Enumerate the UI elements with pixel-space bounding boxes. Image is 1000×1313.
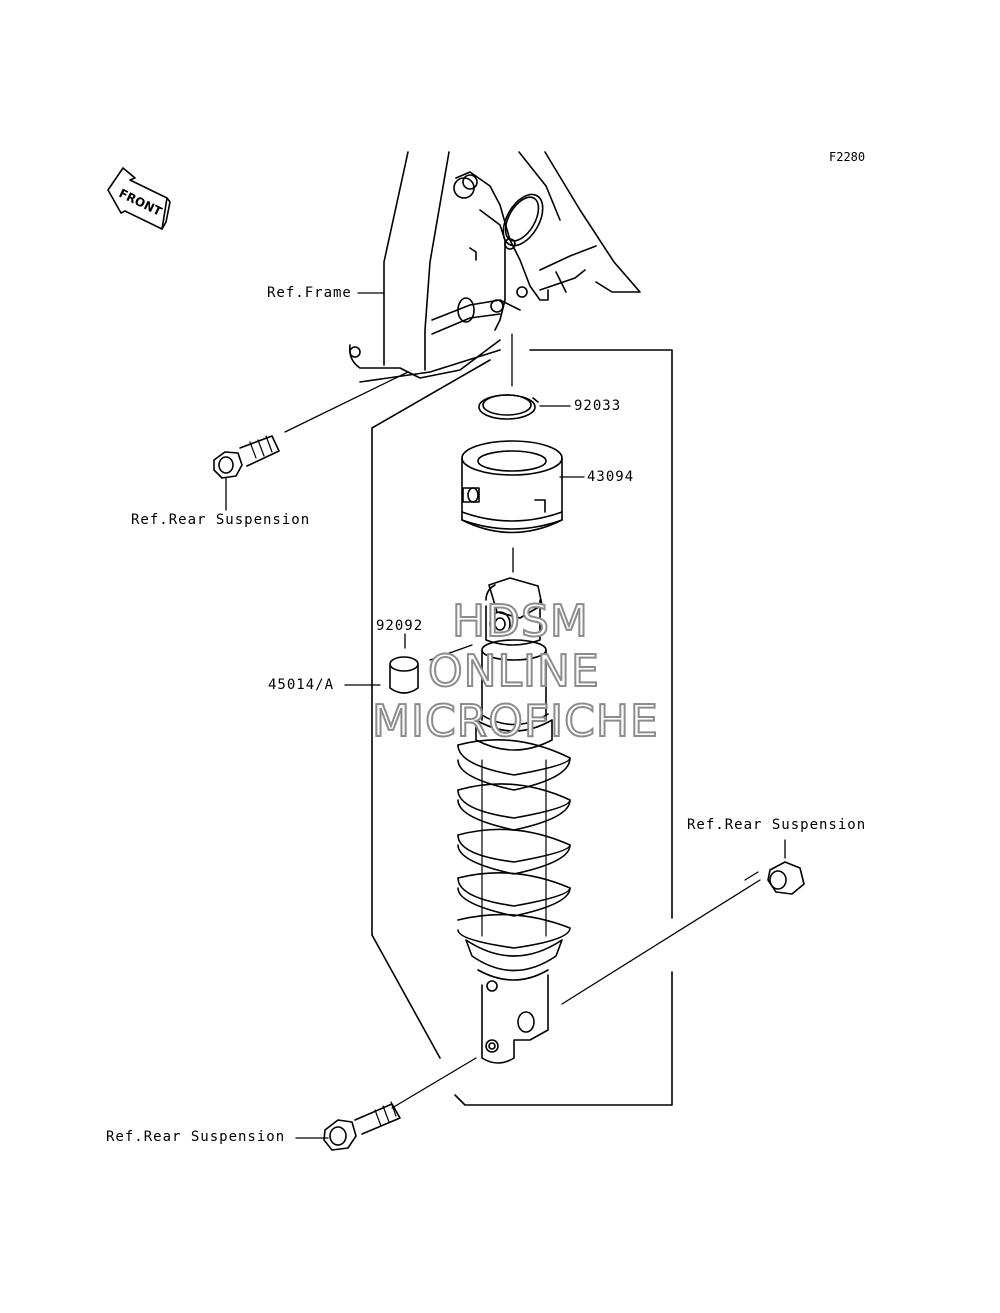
watermark-line-3: MICROFICHE <box>371 696 659 747</box>
label-ref-rear-bottom: Ref.Rear Suspension <box>106 1129 286 1145</box>
bolt-top-left <box>213 435 280 479</box>
watermark-line-1: HDSM <box>451 596 589 647</box>
leader-lines <box>225 292 786 1139</box>
assembly-bracket <box>371 349 673 1106</box>
circlip-92033 <box>478 394 539 420</box>
label-part-43094: 43094 <box>587 469 635 485</box>
bolt-bottom <box>323 1101 401 1151</box>
nut-right <box>767 861 805 895</box>
label-ref-rear-right: Ref.Rear Suspension <box>687 817 867 833</box>
bump-stop-43094 <box>461 440 563 534</box>
figure-code: F2280 <box>829 150 866 164</box>
collar-92092 <box>389 656 419 694</box>
label-part-45014: 45014/A <box>268 677 335 693</box>
front-arrow-icon: FRONT <box>107 167 171 230</box>
shock-absorber-45014 <box>457 577 571 1064</box>
watermark-line-2: ONLINE <box>427 646 600 697</box>
label-part-92033: 92033 <box>574 398 622 414</box>
label-ref-frame: Ref.Frame <box>267 285 352 301</box>
frame-drawing <box>348 151 641 383</box>
label-ref-rear-top-left: Ref.Rear Suspension <box>131 512 311 528</box>
label-part-92092: 92092 <box>376 618 424 634</box>
